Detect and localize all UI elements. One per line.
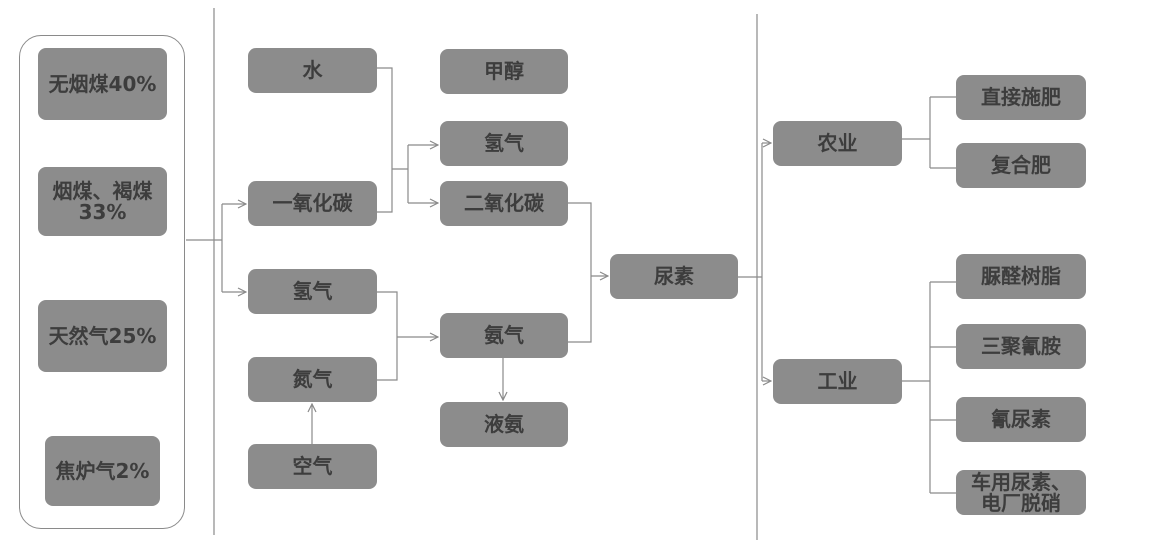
use-compound-fertilizer: 复合肥 xyxy=(956,143,1086,188)
node-carbon-dioxide: 二氧化碳 xyxy=(440,181,568,226)
node-label: 氢气 xyxy=(484,131,524,155)
use-automotive-urea-denitration: 车用尿素、 电厂脱硝 xyxy=(956,470,1086,515)
node-label: 无烟煤40% xyxy=(48,71,157,96)
use-urea-formaldehyde-resin: 脲醛树脂 xyxy=(956,254,1086,299)
node-label: 焦炉气2% xyxy=(55,458,150,483)
use-direct-fertilization: 直接施肥 xyxy=(956,75,1086,120)
node-label: 一氧化碳 xyxy=(272,191,353,215)
node-label: 氮气 xyxy=(292,367,333,391)
connector-water-co-bracket xyxy=(377,67,409,213)
use-melamine: 三聚氰胺 xyxy=(956,324,1086,369)
node-label: 电厂脱硝 xyxy=(981,490,1061,515)
node-ammonia: 氨气 xyxy=(440,313,568,358)
node-label: 复合肥 xyxy=(991,153,1051,177)
node-label: 氨气 xyxy=(484,323,524,347)
node-hydrogen-input: 氢气 xyxy=(248,269,377,314)
node-label: 车用尿素、 xyxy=(971,469,1071,494)
node-agriculture: 农业 xyxy=(773,121,902,166)
source-natural-gas: 天然气25% xyxy=(38,300,167,372)
node-label: 氰尿素 xyxy=(991,407,1051,431)
node-label: 三聚氰胺 xyxy=(981,334,1061,358)
connector-urea-trunk xyxy=(738,143,763,381)
node-label: 直接施肥 xyxy=(981,85,1061,109)
node-air: 空气 xyxy=(248,444,377,489)
node-industry: 工业 xyxy=(773,359,902,404)
feedstock-group-frame xyxy=(19,35,185,529)
node-label: 液氨 xyxy=(484,412,524,436)
connector-industry-uses xyxy=(902,281,956,494)
source-bituminous-lignite: 烟煤、褐煤 33% xyxy=(38,167,167,236)
node-label: 水 xyxy=(302,58,323,82)
node-label: 甲醇 xyxy=(484,59,524,83)
node-label: 工业 xyxy=(817,369,858,393)
source-anthracite: 无烟煤40% xyxy=(38,48,167,120)
node-nitrogen: 氮气 xyxy=(248,357,377,402)
use-cyanuric: 氰尿素 xyxy=(956,397,1086,442)
connector-hydrogen-nitrogen-bracket xyxy=(377,291,398,381)
node-label: 脲醛树脂 xyxy=(981,264,1061,288)
node-urea: 尿素 xyxy=(610,254,738,299)
node-hydrogen-output: 氢气 xyxy=(440,121,568,166)
node-label: 氢气 xyxy=(292,279,333,303)
node-label: 农业 xyxy=(817,131,858,155)
connector-agriculture-uses xyxy=(902,96,956,169)
node-carbon-monoxide: 一氧化碳 xyxy=(248,181,377,226)
node-label: 33% xyxy=(78,199,127,224)
node-label: 空气 xyxy=(292,454,333,478)
connector-co2-ammonia-bracket xyxy=(568,202,592,343)
node-methanol: 甲醇 xyxy=(440,49,568,94)
node-liquid-ammonia: 液氨 xyxy=(440,402,568,447)
node-label: 尿素 xyxy=(654,264,694,288)
connector-sources-trunk xyxy=(186,204,223,292)
node-label: 天然气25% xyxy=(48,323,157,348)
node-water: 水 xyxy=(248,48,377,93)
source-coke-oven-gas: 焦炉气2% xyxy=(45,436,160,506)
node-label: 二氧化碳 xyxy=(464,191,544,215)
node-label: 烟煤、褐煤 xyxy=(52,178,153,203)
